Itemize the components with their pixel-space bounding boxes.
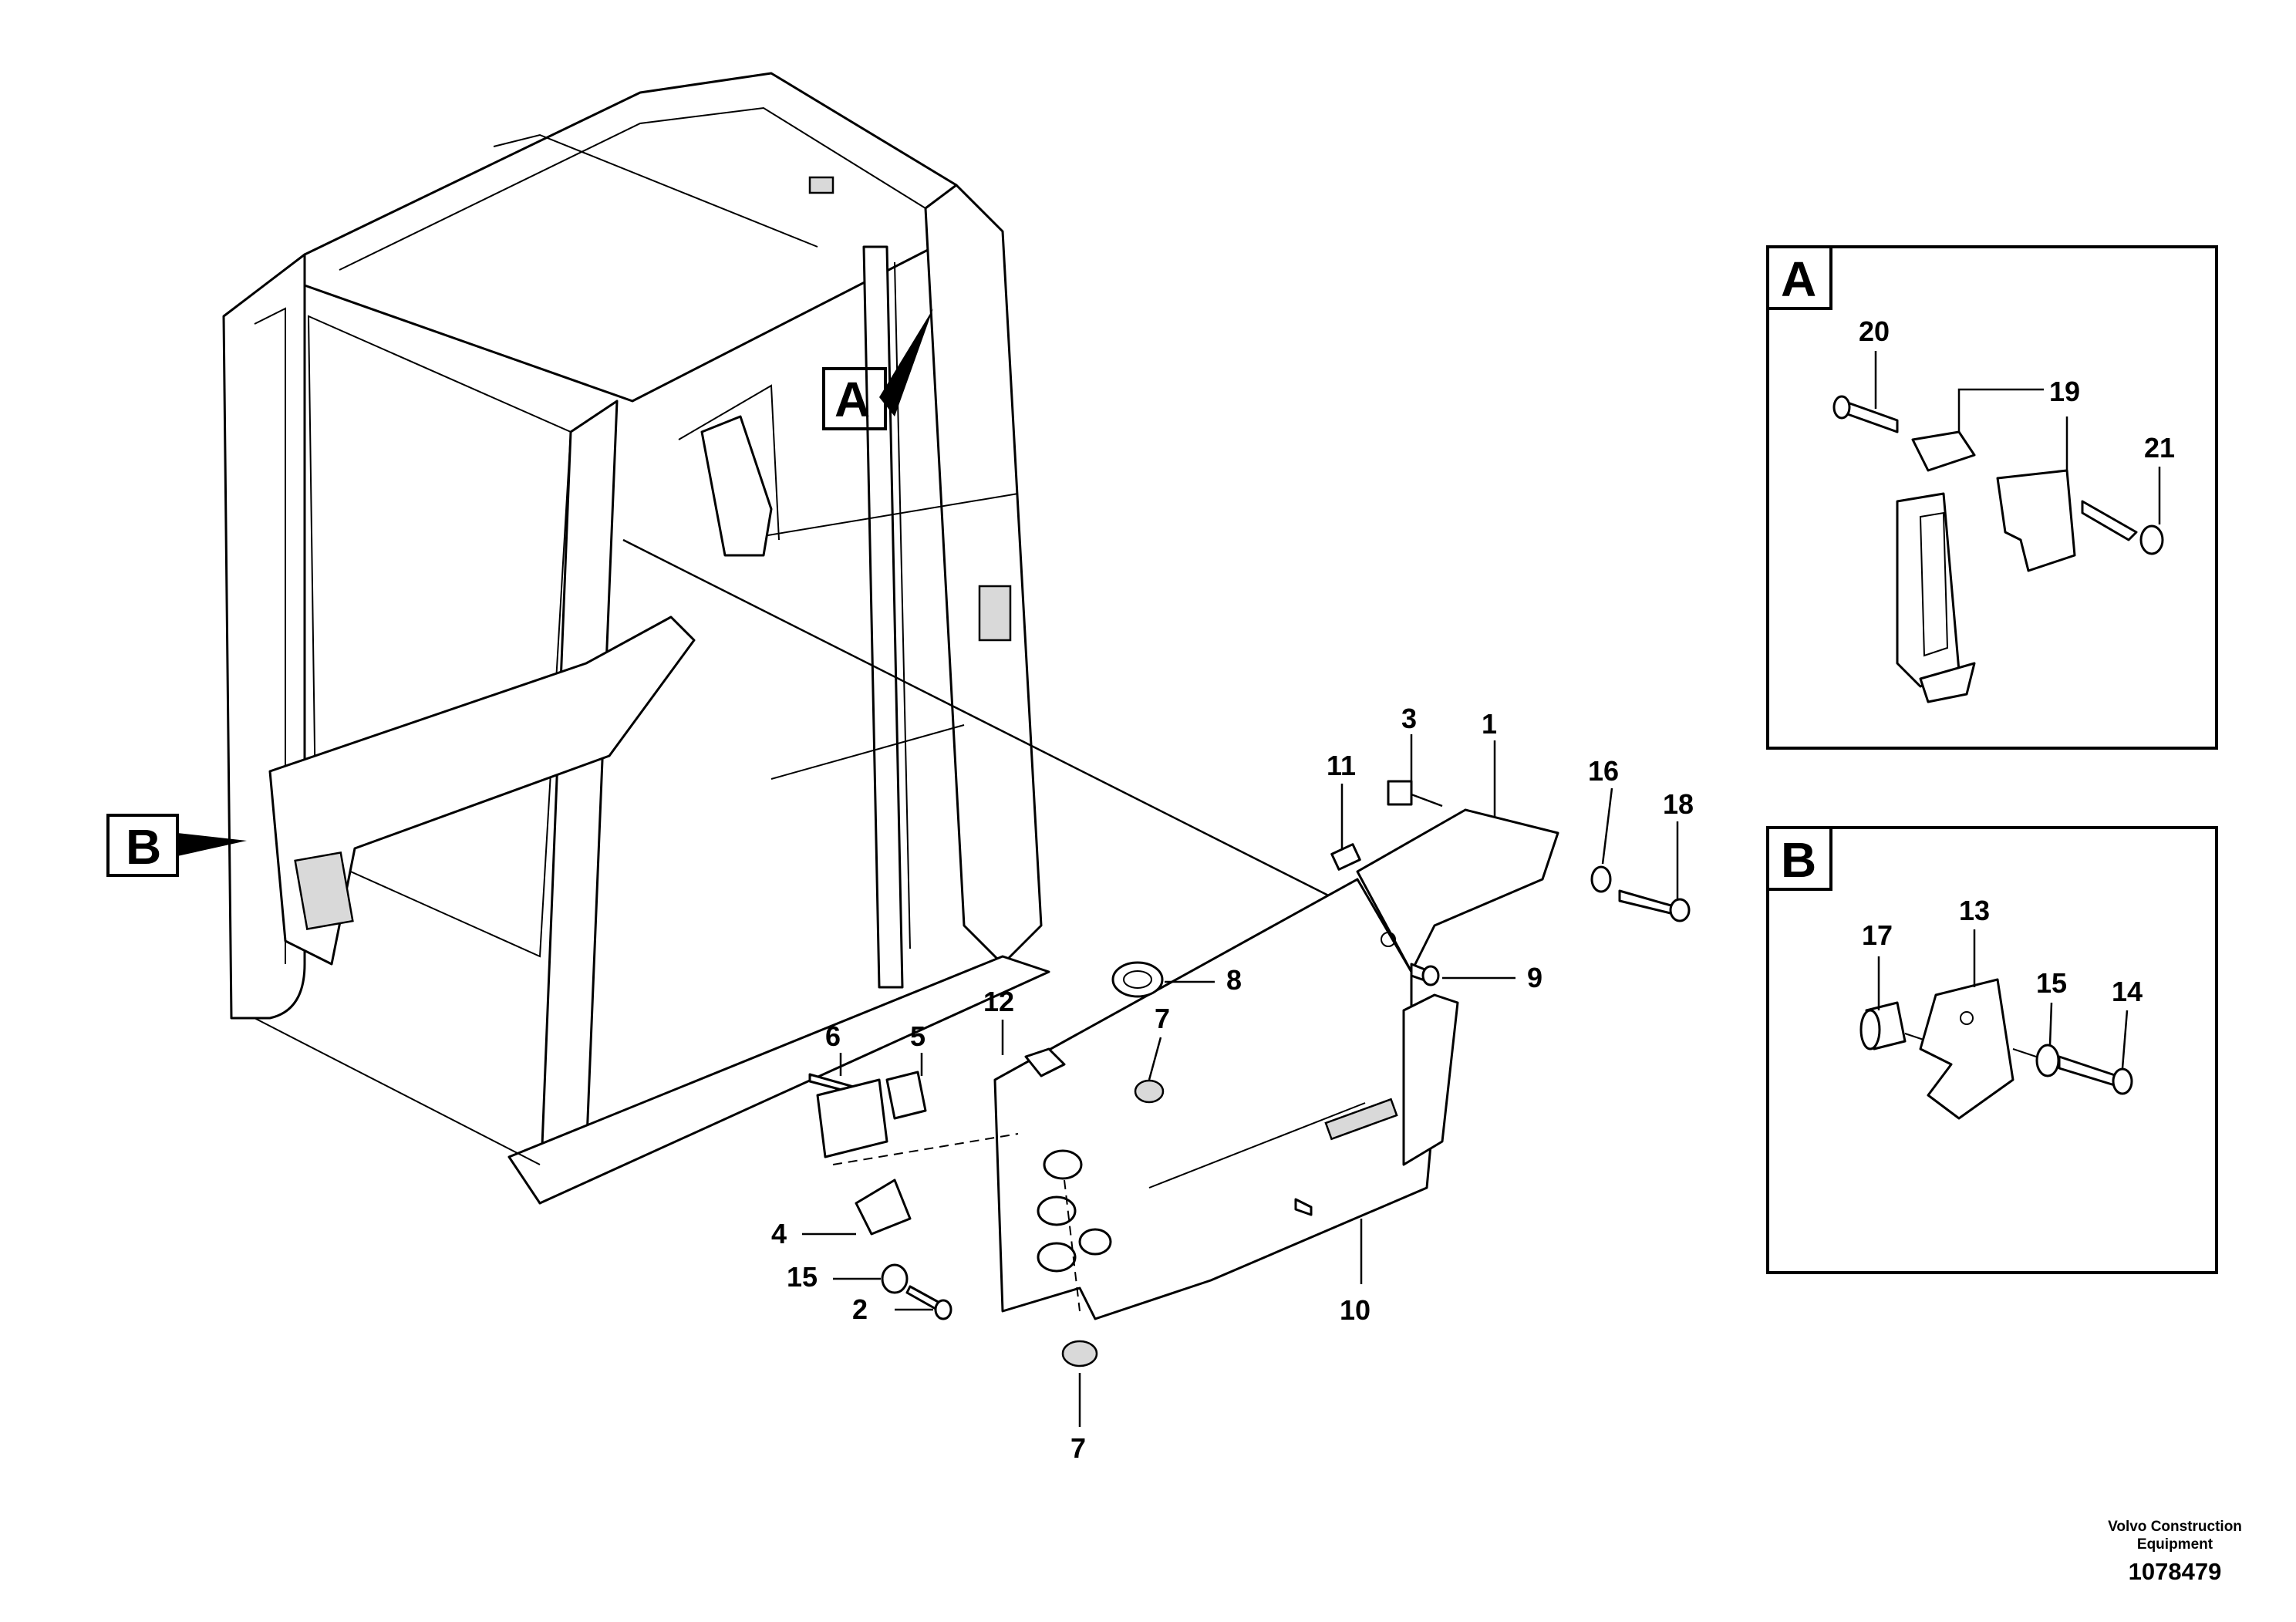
callout-11: 11 [1327,750,1356,781]
part-8-grommet [1111,961,1164,998]
leader-lines [802,734,1679,1427]
cab-frame [222,72,1050,1205]
callout-4: 4 [771,1218,787,1249]
callout-3: 3 [1401,703,1417,734]
part-16-washer [1590,865,1612,893]
callout-5: 5 [910,1020,925,1052]
detail-a-panel: A 20 19 21 [1766,245,2218,750]
part-10-pin [1294,1198,1313,1216]
part-5-bracket [885,1071,927,1120]
part-11-sticker [1330,843,1361,871]
part-7-plug-lower [1061,1340,1098,1367]
callout-18: 18 [1663,788,1694,820]
callout-15-right: 15 [2036,967,2067,999]
callout-13: 13 [1959,895,1990,926]
part-15-washer-left [881,1263,909,1294]
detail-pointer-a: A [822,309,933,430]
callout-7-upper: 7 [1155,1003,1170,1034]
console-assembly [622,538,1559,1320]
svg-text:A: A [1781,251,1816,307]
callout-6: 6 [825,1020,841,1052]
callout-14: 14 [2112,976,2143,1007]
svg-text:B: B [126,819,161,875]
part-12-clip [1024,1047,1066,1077]
callout-7-lower: 7 [1070,1432,1086,1464]
part-3-clip [1387,780,1443,808]
callout-2: 2 [852,1293,868,1325]
callout-1: 1 [1482,708,1497,740]
drawing-number: 1078479 [2129,1558,2222,1585]
callout-8: 8 [1226,964,1242,996]
company-line-2: Equipment [2137,1536,2213,1553]
svg-text:B: B [1781,832,1816,888]
callout-17: 17 [1862,919,1893,951]
part-18-bolt [1618,889,1691,922]
callout-16: 16 [1588,755,1619,787]
part-9-plug [1410,963,1440,986]
callout-10: 10 [1340,1294,1371,1326]
callout-15-left: 15 [787,1261,818,1293]
detail-b-panel: B 17 13 15 14 [1766,826,2218,1274]
title-block: Volvo Construction Equipment 1078479 [2108,1519,2242,1585]
callout-9: 9 [1527,962,1542,993]
part-4-clamp [855,1179,912,1236]
callout-21: 21 [2144,432,2175,464]
part-2-bolt [905,1285,952,1320]
company-line-1: Volvo Construction [2108,1519,2242,1535]
callout-12: 12 [983,986,1014,1017]
part-7-plug-upper [1134,1079,1165,1104]
callout-19: 19 [2049,376,2080,407]
cover-plate [816,1078,888,1158]
detail-pointer-b: B [106,814,247,877]
svg-text:A: A [834,372,870,427]
callout-20: 20 [1859,315,1890,347]
